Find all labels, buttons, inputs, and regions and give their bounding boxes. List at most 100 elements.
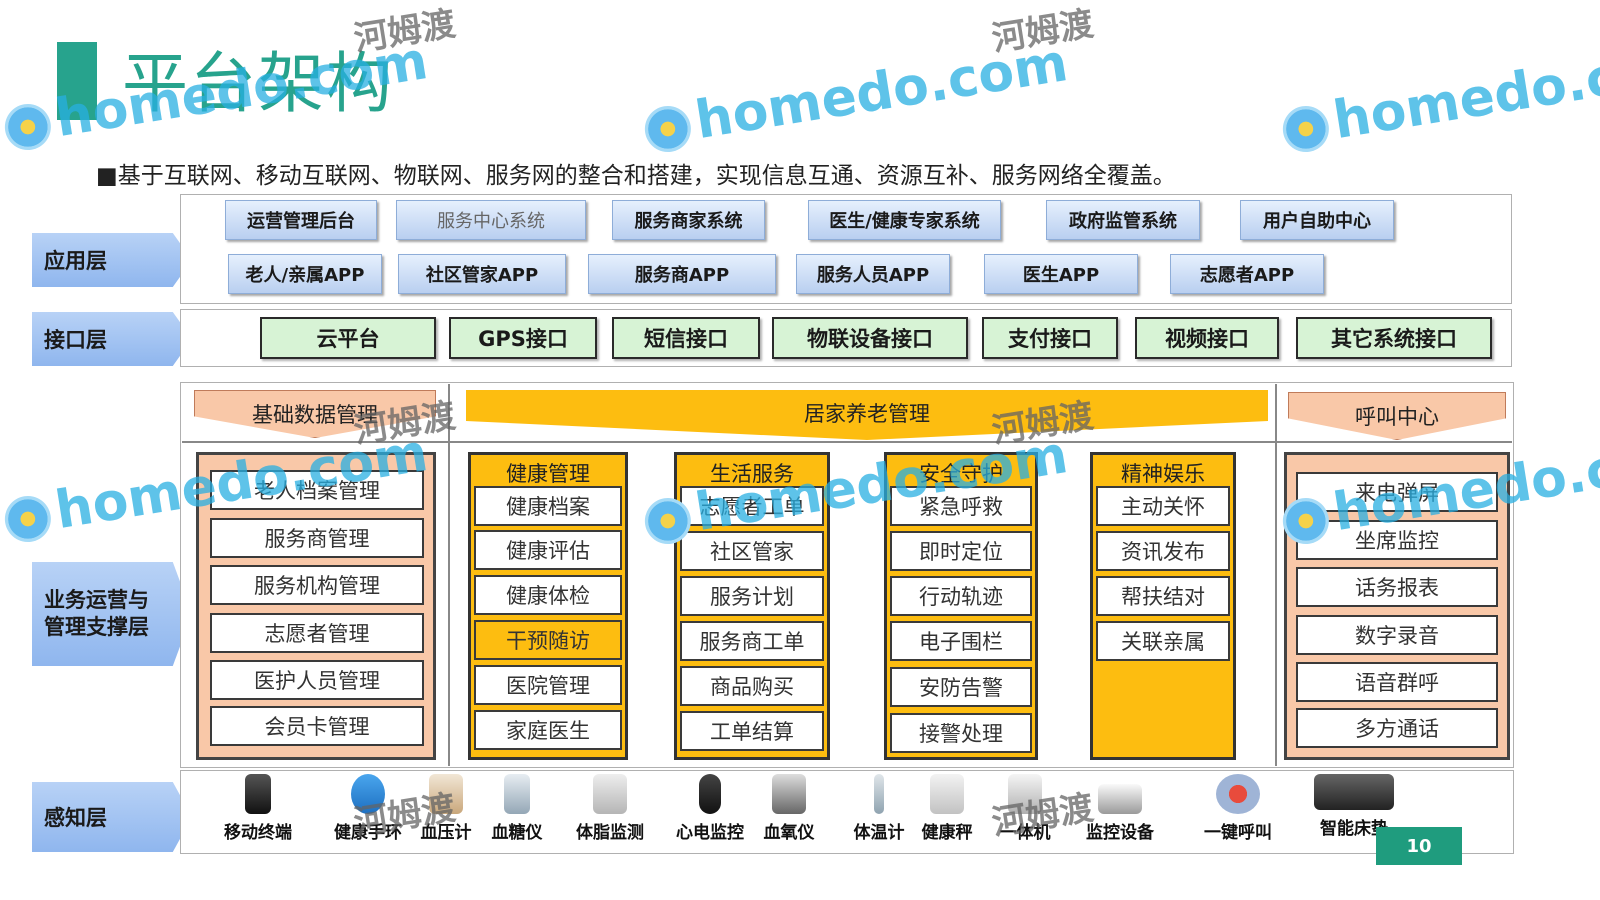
- layer-label-sense: 感知层: [32, 782, 192, 852]
- wristband-icon: [351, 774, 385, 814]
- device-ecg-monitor[interactable]: 心电监控: [668, 774, 752, 843]
- ecg-monitor-icon: [699, 774, 721, 814]
- interface-cloud-platform[interactable]: 云平台: [260, 317, 436, 359]
- health-item-followup[interactable]: 干预随访: [474, 620, 622, 660]
- safety-item-realtime-location[interactable]: 即时定位: [890, 531, 1032, 571]
- entertainment-item-relatives[interactable]: 关联亲属: [1096, 621, 1230, 661]
- app-service-provider[interactable]: 服务商APP: [588, 254, 776, 294]
- safety-item-alarm-handling[interactable]: 接警处理: [890, 713, 1032, 753]
- basic-item-institution[interactable]: 服务机构管理: [210, 565, 424, 605]
- health-item-assessment[interactable]: 健康评估: [474, 530, 622, 570]
- safety-item-geofence[interactable]: 电子围栏: [890, 621, 1032, 661]
- app-community-steward[interactable]: 社区管家APP: [398, 254, 566, 294]
- oximeter-icon: [772, 774, 806, 814]
- safety-item-movement-track[interactable]: 行动轨迹: [890, 576, 1032, 616]
- business-vertical-divider-right: [1275, 384, 1277, 766]
- cctv-camera-icon: [1098, 784, 1142, 814]
- layer-label-app: 应用层: [32, 233, 192, 287]
- app-service-staff[interactable]: 服务人员APP: [796, 254, 950, 294]
- app-elder-family[interactable]: 老人/亲属APP: [228, 254, 382, 294]
- all-in-one-terminal-icon: [1008, 774, 1042, 814]
- app-volunteer[interactable]: 志愿者APP: [1170, 254, 1324, 294]
- basic-item-medical-staff[interactable]: 医护人员管理: [210, 660, 424, 700]
- entertainment-item-care[interactable]: 主动关怀: [1096, 486, 1230, 526]
- life-item-service-plan[interactable]: 服务计划: [680, 576, 824, 616]
- interface-iot-device[interactable]: 物联设备接口: [772, 317, 968, 359]
- call-item-group-call[interactable]: 语音群呼: [1296, 662, 1498, 702]
- call-item-popup[interactable]: 来电弹屏: [1296, 472, 1498, 512]
- basic-item-member-card[interactable]: 会员卡管理: [210, 706, 424, 746]
- app-system-service-center[interactable]: 服务中心系统: [396, 200, 586, 240]
- safety-item-security-alarm[interactable]: 安防告警: [890, 667, 1032, 707]
- call-item-report[interactable]: 话务报表: [1296, 567, 1498, 607]
- health-column-title: 健康管理: [506, 462, 590, 486]
- app-system-government[interactable]: 政府监管系统: [1046, 200, 1200, 240]
- life-item-volunteer-order[interactable]: 志愿者工单: [680, 486, 824, 526]
- basic-item-volunteer[interactable]: 志愿者管理: [210, 613, 424, 653]
- glucose-meter-icon: [504, 774, 530, 814]
- layer-label-business: 业务运营与管理支撑层: [32, 562, 192, 666]
- app-doctor[interactable]: 医生APP: [984, 254, 1138, 294]
- blood-pressure-monitor-icon: [429, 774, 463, 814]
- life-item-provider-order[interactable]: 服务商工单: [680, 621, 824, 661]
- call-item-recording[interactable]: 数字录音: [1296, 615, 1498, 655]
- interface-sms[interactable]: 短信接口: [612, 317, 760, 359]
- mattress-icon: [1314, 774, 1394, 810]
- health-item-family-doctor[interactable]: 家庭医生: [474, 710, 622, 750]
- safety-column-title: 安全守护: [919, 462, 1003, 486]
- basic-item-elder-records[interactable]: 老人档案管理: [210, 470, 424, 510]
- business-vertical-divider-left: [448, 384, 450, 766]
- layer-label-interface: 接口层: [32, 312, 192, 366]
- life-item-order-settlement[interactable]: 工单结算: [680, 711, 824, 751]
- call-item-conference[interactable]: 多方通话: [1296, 708, 1498, 748]
- app-system-ops-backend[interactable]: 运营管理后台: [225, 200, 377, 240]
- entertainment-column-title: 精神娱乐: [1121, 462, 1205, 486]
- device-oximeter[interactable]: 血氧仪: [756, 774, 822, 843]
- interface-payment[interactable]: 支付接口: [982, 317, 1118, 359]
- health-item-hospital[interactable]: 医院管理: [474, 665, 622, 705]
- scale-icon: [930, 774, 964, 814]
- title-accent-bar: [57, 42, 97, 120]
- flower-logo-icon: [1, 100, 55, 154]
- flower-logo-icon: [1, 492, 55, 546]
- device-one-key-call[interactable]: 一键呼叫: [1196, 774, 1280, 843]
- device-all-in-one[interactable]: 一体机: [992, 774, 1058, 843]
- device-health-scale[interactable]: 健康秤: [914, 774, 980, 843]
- emergency-button-icon: [1216, 774, 1260, 814]
- app-system-self-service[interactable]: 用户自助中心: [1240, 200, 1394, 240]
- entertainment-item-pairing[interactable]: 帮扶结对: [1096, 576, 1230, 616]
- flower-logo-icon: [641, 102, 695, 156]
- device-mobile-terminal[interactable]: 移动终端: [218, 774, 298, 843]
- basic-item-provider[interactable]: 服务商管理: [210, 518, 424, 558]
- interface-other-systems[interactable]: 其它系统接口: [1296, 317, 1492, 359]
- device-thermometer[interactable]: 体温计: [846, 774, 912, 843]
- watermark-cn: 河姆渡: [989, 3, 1097, 60]
- watermark-logo: homedo.com: [1278, 33, 1600, 159]
- entertainment-item-news[interactable]: 资讯发布: [1096, 531, 1230, 571]
- device-smart-mattress[interactable]: 智能床垫: [1312, 774, 1396, 839]
- call-item-seat-monitor[interactable]: 坐席监控: [1296, 520, 1498, 560]
- page-title: 平台架构: [122, 45, 394, 122]
- interface-video[interactable]: 视频接口: [1135, 317, 1279, 359]
- health-item-records[interactable]: 健康档案: [474, 486, 622, 526]
- life-item-community-steward[interactable]: 社区管家: [680, 531, 824, 571]
- device-body-fat[interactable]: 体脂监测: [568, 774, 652, 843]
- app-system-doctor-expert[interactable]: 医生/健康专家系统: [808, 200, 1001, 240]
- device-blood-pressure[interactable]: 血压计: [414, 774, 478, 843]
- body-fat-monitor-icon: [593, 774, 627, 814]
- page-subtitle: ■基于互联网、移动互联网、物联网、服务网的整合和搭建，实现信息互通、资源互补、服…: [96, 163, 1176, 189]
- device-glucose-meter[interactable]: 血糖仪: [484, 774, 550, 843]
- flower-logo-icon: [1279, 102, 1333, 156]
- device-health-band[interactable]: 健康手环: [326, 774, 410, 843]
- app-system-merchant[interactable]: 服务商家系统: [612, 200, 765, 240]
- sense-layer-panel: [180, 770, 1514, 854]
- health-item-checkup[interactable]: 健康体检: [474, 575, 622, 615]
- thermometer-icon: [874, 774, 884, 814]
- mobile-phone-icon: [245, 774, 271, 814]
- life-service-column-title: 生活服务: [710, 462, 794, 486]
- interface-gps[interactable]: GPS接口: [449, 317, 597, 359]
- watermark-logo: homedo.com: [640, 33, 1072, 159]
- life-item-goods-purchase[interactable]: 商品购买: [680, 666, 824, 706]
- device-monitoring[interactable]: 监控设备: [1078, 774, 1162, 843]
- safety-item-emergency-call[interactable]: 紧急呼救: [890, 486, 1032, 526]
